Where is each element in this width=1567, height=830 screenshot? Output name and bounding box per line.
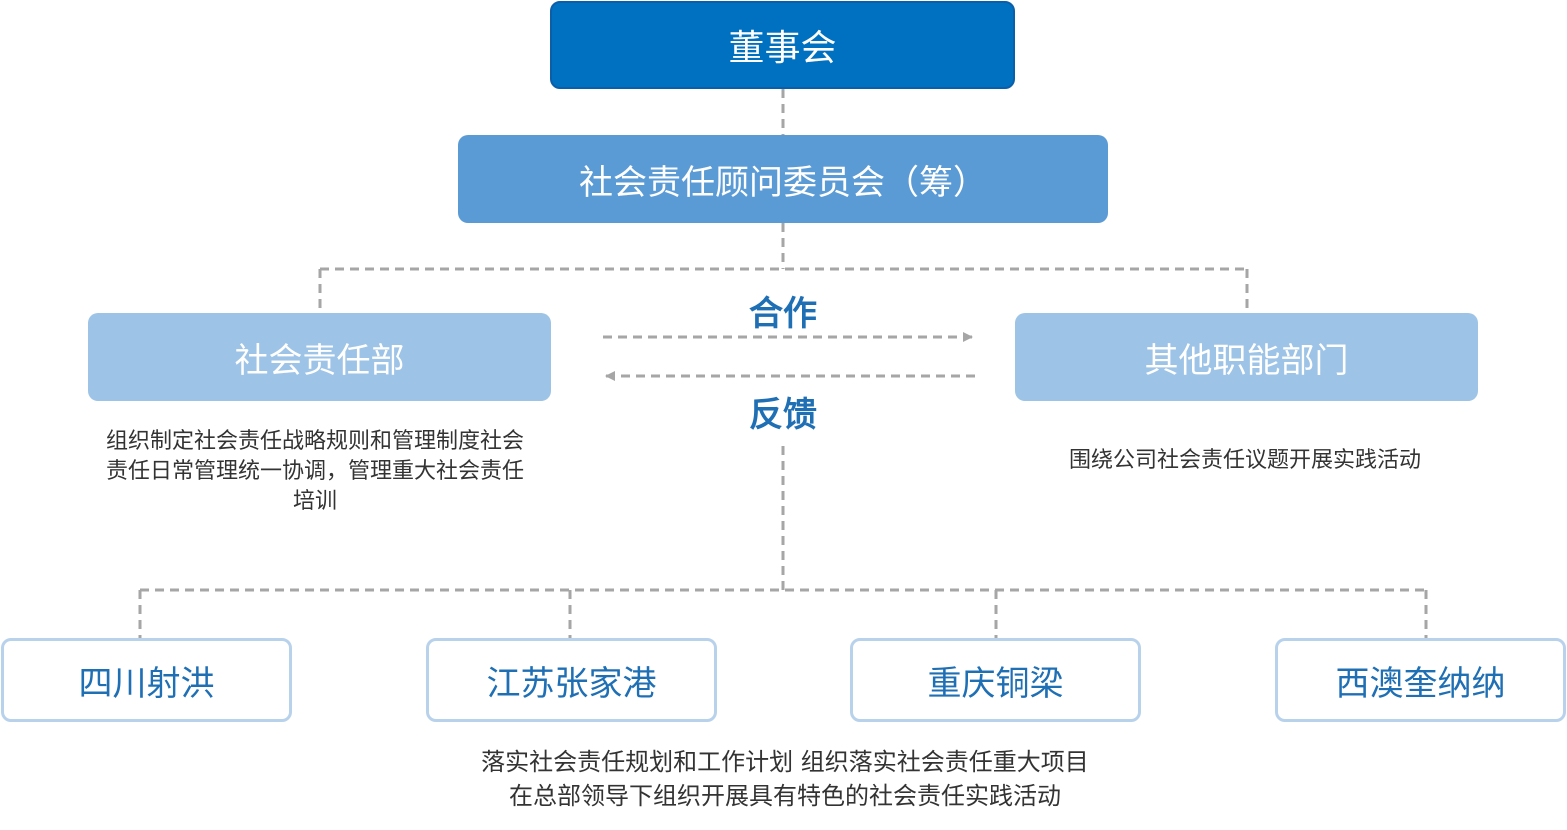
site-label: 四川射洪 <box>78 663 215 704</box>
other-departments-label: 其他职能部门 <box>1144 340 1349 381</box>
site-node-sichuan-shehong: 四川射洪 <box>1 638 292 722</box>
site-node-jiangsu-zhangjiagang: 江苏张家港 <box>426 638 717 722</box>
site-label: 江苏张家港 <box>486 663 657 704</box>
board-label: 董事会 <box>728 28 837 69</box>
cooperation-label: 合作 <box>749 294 817 334</box>
board-node: 董事会 <box>550 1 1015 89</box>
site-label: 西澳奎纳纳 <box>1335 663 1506 704</box>
sites-description-line-2: 在总部领导下组织开展具有特色的社会责任实践活动 <box>509 782 1061 810</box>
csr-department-label: 社会责任部 <box>234 340 405 381</box>
other-departments-description: 围绕公司社会责任议题开展实践活动 <box>1068 448 1421 473</box>
feedback-label: 反馈 <box>749 395 817 435</box>
sites-description-line-1: 落实社会责任规划和工作计划 组织落实社会责任重大项目 <box>481 748 1089 776</box>
site-node-west-australia-kwinana: 西澳奎纳纳 <box>1275 638 1566 722</box>
committee-label: 社会责任顾问委员会（筹） <box>579 162 987 203</box>
site-node-chongqing-tongliang: 重庆铜梁 <box>850 638 1141 722</box>
csr-department-description: 组织制定社会责任战略规则和管理制度社会责任日常管理统一协调，管理重大社会责任培训 <box>105 429 524 514</box>
site-label: 重庆铜梁 <box>927 663 1064 704</box>
other-departments-node: 其他职能部门 <box>1015 313 1478 401</box>
sites-description: 落实社会责任规划和工作计划 组织落实社会责任重大项目 在总部领导下组织开展具有特… <box>370 745 1200 813</box>
committee-node: 社会责任顾问委员会（筹） <box>458 135 1108 223</box>
csr-department-node: 社会责任部 <box>88 313 551 401</box>
